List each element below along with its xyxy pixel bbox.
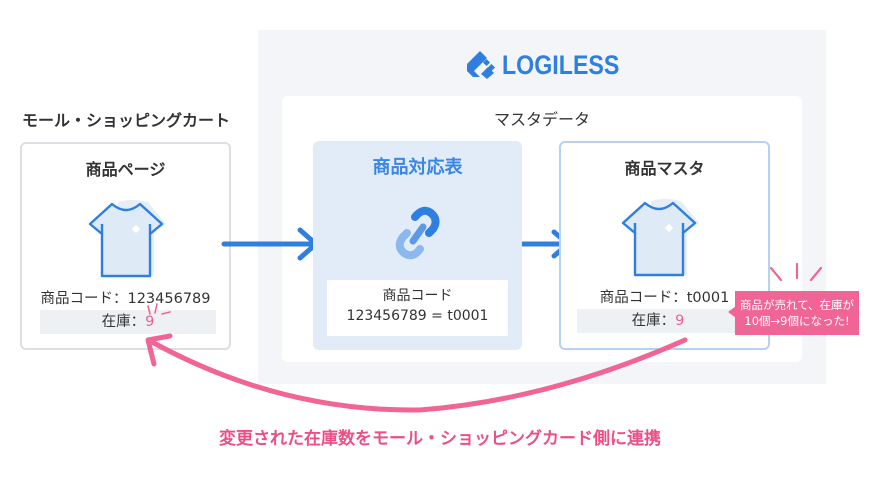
logiless-logo: LOGILESS [466,48,639,82]
tshirt-icon [621,199,699,277]
callout-line-1: 商品が売れて、在庫が [739,298,855,312]
master-stock-value: 9 [675,313,685,329]
sync-arrow-icon [145,333,688,413]
mall-product-code: 商品コード：123456789 [40,291,211,307]
mall-section-title: モール・ショッピングカート [22,111,231,130]
product-mapping-card: 商品対応表 商品コード 123456789 = t0001 [313,141,522,350]
arrow-right-icon [221,227,319,261]
mall-stock-row: 在庫：9 [40,310,216,334]
burst-icon [769,262,823,282]
logiless-logo-icon [467,51,496,79]
master-product-code: 商品コード：t0001 [599,290,730,306]
sparkle-icon [147,303,171,315]
mall-stock-label: 在庫： [101,314,146,330]
callout-tail [728,306,736,318]
logo-text: LOGILESS [502,49,620,80]
link-icon [395,206,440,260]
callout-line-2: 10個→9個になった! [744,314,850,328]
tshirt-icon [88,200,166,278]
mapping-code-label: 商品コード [382,288,453,304]
product-page-card: 商品ページ 商品コード：123456789 在庫：9 [20,142,231,350]
sync-caption: 変更された在庫数をモール・ショッピングカード側に連携 [219,429,661,449]
mall-stock-value: 9 [145,314,155,330]
mapping-code-value: 123456789 = t0001 [346,308,489,324]
mapping-title: 商品対応表 [372,157,463,178]
product-page-title: 商品ページ [85,160,166,179]
sold-callout: 商品が売れて、在庫が 10個→9個になった! [735,291,859,335]
master-data-title: マスタデータ [493,110,590,129]
master-stock-label: 在庫： [631,313,676,329]
product-master-title: 商品マスタ [624,159,705,178]
master-stock-row: 在庫：9 [577,309,739,333]
mapping-entry: 商品コード 123456789 = t0001 [327,280,508,336]
